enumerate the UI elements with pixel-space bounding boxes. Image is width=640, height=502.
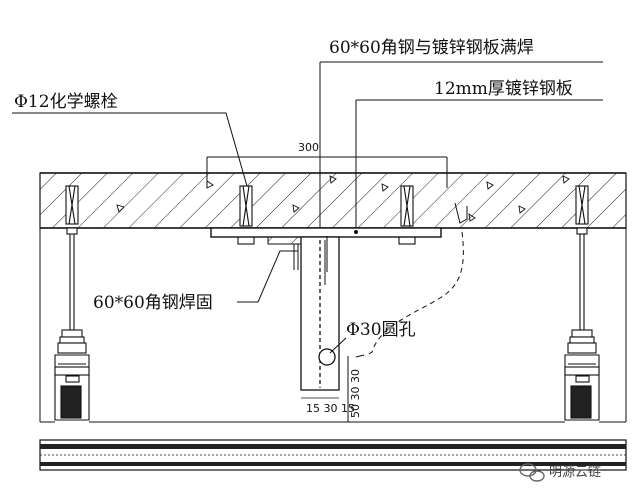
concrete-slab (39, 172, 627, 229)
bottom-dimension-label: 15 30 15 (306, 402, 355, 415)
wechat-icon (519, 463, 545, 482)
chemical-bolt-label: Φ12化学螺栓 (14, 92, 118, 112)
watermark: 明源云链 (519, 463, 601, 482)
ceiling-panel (39, 439, 627, 471)
center-chemical-bolts (237, 185, 416, 245)
aggregate-marks (116, 175, 570, 222)
round-hole-label: Φ30圆孔 (346, 320, 416, 340)
plate-width-label: 300 (298, 141, 319, 154)
galvanized-plate-label: 12mm厚镀锌钢板 (434, 79, 573, 99)
wall-boundaries (39, 228, 627, 423)
right-hanger-assembly (564, 185, 600, 421)
left-hanger-assembly (54, 185, 90, 421)
leader-lines (12, 61, 603, 354)
vertical-dimension-label: 50 30 30 (349, 369, 362, 418)
angle-weld-fix-label: 60*60角钢焊固 (93, 293, 213, 313)
watermark-text: 明源云链 (549, 465, 601, 480)
duct-outline (364, 231, 464, 357)
plate-width-dimension (206, 156, 448, 188)
angle-plate-weld-label: 60*60角钢与镀锌钢板满焊 (329, 38, 534, 58)
angle-steel-member (293, 236, 340, 391)
